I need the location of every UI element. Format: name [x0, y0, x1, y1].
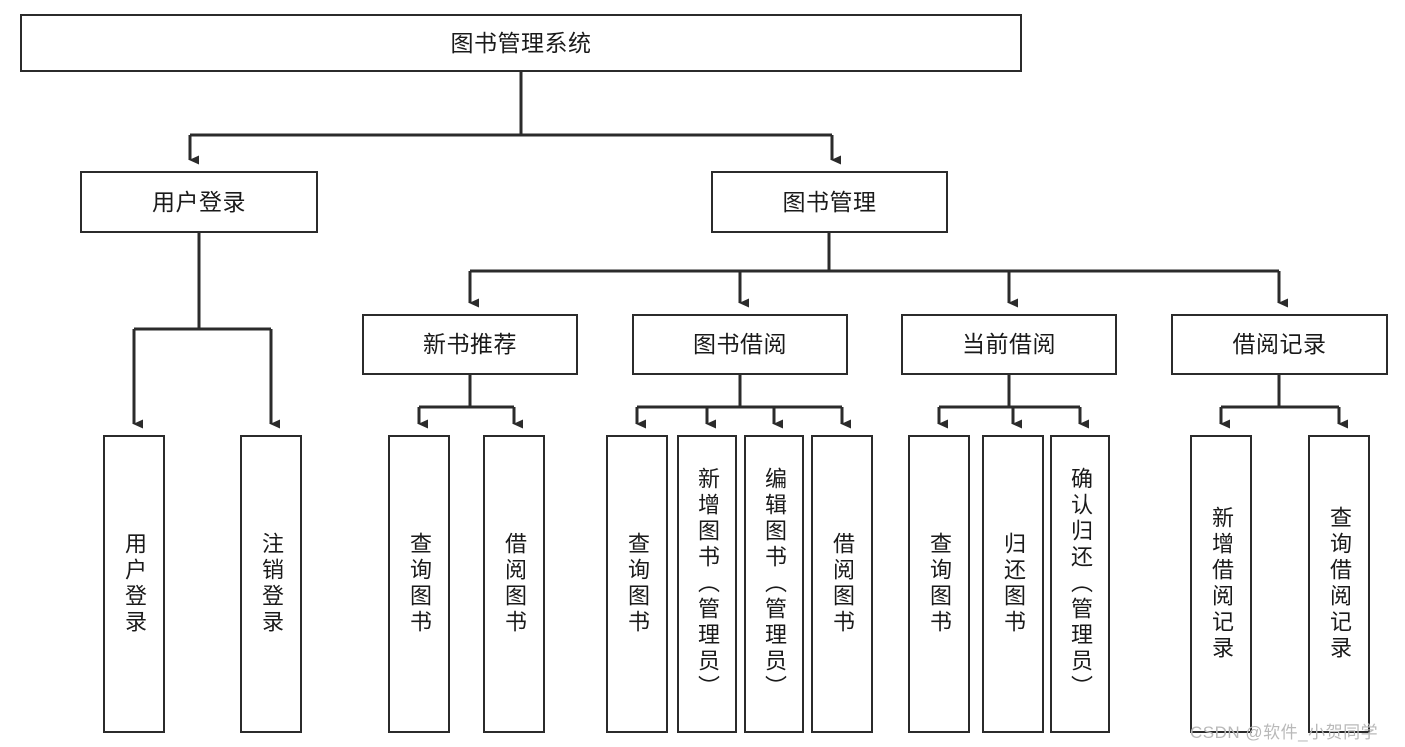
- edges-user-login: [132, 233, 280, 429]
- node-leaf-query-book-2[interactable]: 查询图书: [606, 435, 668, 733]
- node-current-borrow-label: 当前借阅: [962, 331, 1056, 358]
- node-current-borrow[interactable]: 当前借阅: [901, 314, 1117, 375]
- node-borrow-record-label: 借阅记录: [1232, 331, 1327, 358]
- edges-new-book-rec: [417, 375, 523, 429]
- node-leaf-confirm-return[interactable]: 确认归还（管理员）: [1050, 435, 1110, 733]
- node-leaf-add-record-label: 新增借阅记录: [1209, 506, 1234, 662]
- node-leaf-query-book-3-label: 查询图书: [927, 532, 952, 636]
- node-leaf-return-book[interactable]: 归还图书: [982, 435, 1044, 733]
- node-root[interactable]: 图书管理系统: [20, 14, 1022, 72]
- node-user-login-label: 用户登录: [152, 188, 246, 215]
- node-leaf-add-book-label: 新增图书（管理员）: [695, 467, 720, 701]
- node-leaf-query-record-label: 查询借阅记录: [1327, 506, 1352, 662]
- node-user-login[interactable]: 用户登录: [80, 171, 318, 233]
- node-leaf-logout-label: 注销登录: [259, 532, 284, 636]
- node-leaf-confirm-return-label: 确认归还（管理员）: [1068, 467, 1093, 701]
- node-leaf-edit-book-label: 编辑图书（管理员）: [762, 467, 787, 701]
- node-book-manage-label: 图书管理: [782, 188, 877, 215]
- edges-borrow-record: [1219, 375, 1348, 429]
- node-leaf-query-book-1-label: 查询图书: [407, 532, 432, 636]
- edges-book-borrow: [635, 375, 851, 429]
- node-leaf-add-record[interactable]: 新增借阅记录: [1190, 435, 1252, 733]
- node-book-borrow[interactable]: 图书借阅: [632, 314, 848, 375]
- node-leaf-return-book-label: 归还图书: [1001, 532, 1026, 636]
- node-book-manage[interactable]: 图书管理: [711, 171, 948, 233]
- node-leaf-borrow-book-2[interactable]: 借阅图书: [811, 435, 873, 733]
- node-root-label: 图书管理系统: [450, 29, 592, 56]
- node-book-borrow-label: 图书借阅: [693, 331, 787, 358]
- node-leaf-query-record[interactable]: 查询借阅记录: [1308, 435, 1370, 733]
- node-new-book-recommend-label: 新书推荐: [423, 331, 517, 358]
- node-leaf-borrow-book-2-label: 借阅图书: [830, 532, 855, 636]
- node-leaf-borrow-book-1-label: 借阅图书: [502, 532, 527, 636]
- node-leaf-query-book-3[interactable]: 查询图书: [908, 435, 970, 733]
- edges-book-manage: [468, 233, 1288, 308]
- edges-root-level: [188, 72, 841, 165]
- node-leaf-logout[interactable]: 注销登录: [240, 435, 302, 733]
- node-leaf-user-login-label: 用户登录: [122, 532, 147, 636]
- node-leaf-query-book-2-label: 查询图书: [625, 532, 650, 636]
- node-new-book-recommend[interactable]: 新书推荐: [362, 314, 578, 375]
- node-leaf-add-book[interactable]: 新增图书（管理员）: [677, 435, 737, 733]
- csdn-watermark: CSDN @软件_小贺同学: [1190, 723, 1379, 742]
- node-leaf-user-login[interactable]: 用户登录: [103, 435, 165, 733]
- node-borrow-record[interactable]: 借阅记录: [1171, 314, 1388, 375]
- edges-current-borrow: [937, 375, 1089, 429]
- node-leaf-edit-book[interactable]: 编辑图书（管理员）: [744, 435, 804, 733]
- node-leaf-query-book-1[interactable]: 查询图书: [388, 435, 450, 733]
- node-leaf-borrow-book-1[interactable]: 借阅图书: [483, 435, 545, 733]
